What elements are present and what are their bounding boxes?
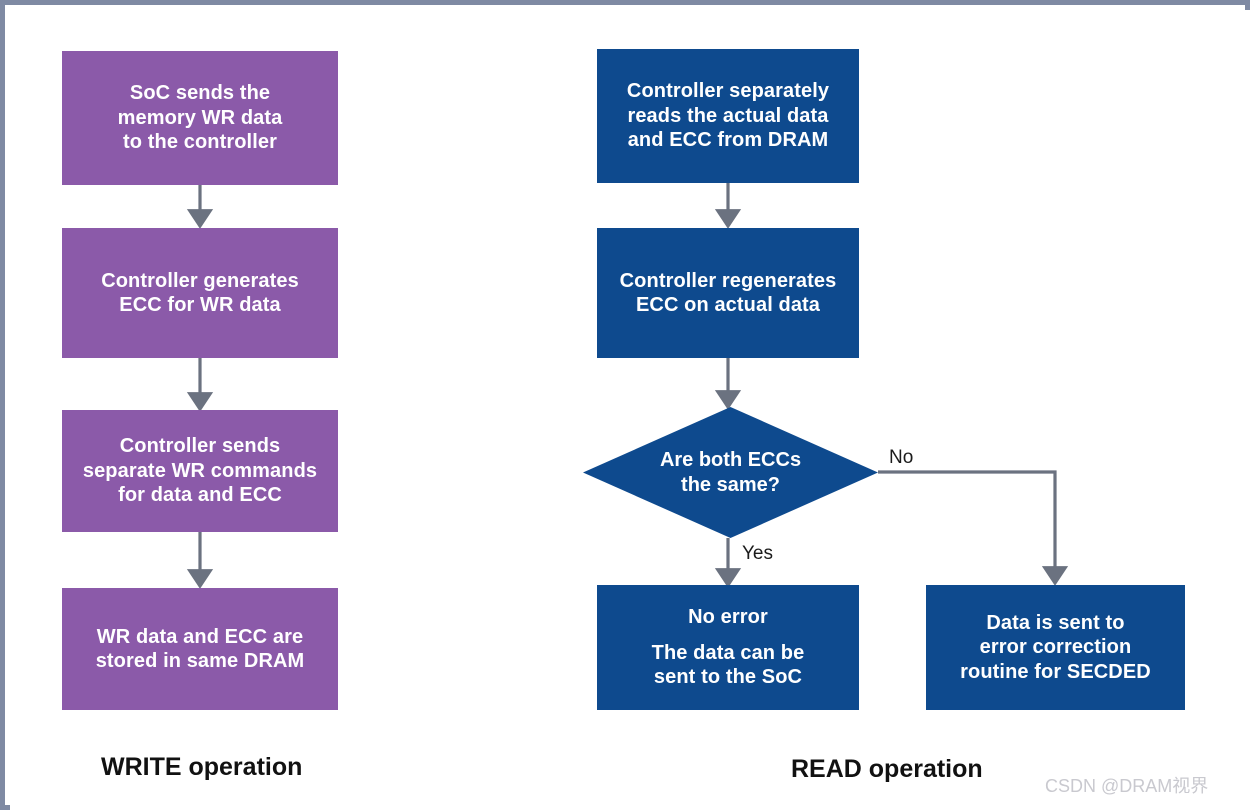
- diamond-shape: [583, 407, 878, 538]
- read-node-controller-regenerates-ecc[interactable]: Controller regenerates ECC on actual dat…: [597, 228, 859, 358]
- read-node-1-line-2: reads the actual data: [627, 104, 829, 127]
- write-node-4-line-2: stored in same DRAM: [95, 650, 305, 672]
- write-node-controller-generates-ecc[interactable]: Controller generates ECC for WR data: [62, 228, 338, 358]
- read-decision-are-both-eccs-same[interactable]: Are both ECCs the same?: [583, 407, 878, 538]
- read-node-1-line-3: and ECC from DRAM: [627, 129, 829, 152]
- read-node-controller-reads-data[interactable]: Controller separately reads the actual d…: [597, 49, 859, 183]
- read-node-yes-line-3: sent to the SoC: [653, 666, 803, 689]
- write-node-1-line-3: to the controller: [123, 131, 277, 154]
- write-node-4-line-1: WR data and ECC are: [96, 625, 304, 648]
- read-node-error-correction[interactable]: Data is sent to error correction routine…: [926, 585, 1185, 710]
- read-node-yes-line-2: The data can be: [651, 641, 805, 664]
- watermark-csdn: CSDN @DRAM视界: [1045, 776, 1209, 796]
- read-node-1-line-1: Controller separately: [626, 80, 830, 103]
- read-node-2-line-2: ECC on actual data: [635, 294, 821, 316]
- write-node-1-line-1: SoC sends the: [129, 82, 271, 105]
- caption-write-operation: WRITE operation: [101, 753, 303, 781]
- write-node-1-line-2: memory WR data: [117, 106, 283, 129]
- write-node-controller-sends-commands[interactable]: Controller sends separate WR commands fo…: [62, 410, 338, 532]
- read-node-2-line-1: Controller regenerates: [619, 269, 837, 292]
- caption-read-operation: READ operation: [791, 755, 983, 783]
- read-node-no-line-2: error correction: [979, 636, 1132, 659]
- branch-label-yes: Yes: [742, 543, 773, 564]
- write-node-2-line-1: Controller generates: [101, 269, 299, 292]
- write-node-soc-sends-data[interactable]: SoC sends the memory WR data to the cont…: [62, 51, 338, 185]
- write-node-3-line-1: Controller sends: [119, 435, 281, 458]
- read-node-no-line-3: routine for SECDED: [960, 660, 1151, 683]
- read-node-yes-line-1: No error: [688, 606, 768, 629]
- read-arrow-decision-no: [878, 470, 1069, 586]
- read-node-no-line-1: Data is sent to: [986, 611, 1125, 634]
- branch-label-no: No: [889, 447, 914, 468]
- write-node-stored-in-dram[interactable]: WR data and ECC are stored in same DRAM: [62, 588, 338, 710]
- read-node-no-error[interactable]: No error The data can be sent to the SoC: [597, 585, 859, 710]
- write-node-3-line-3: for data and ECC: [118, 484, 282, 507]
- write-node-2-line-2: ECC for WR data: [119, 294, 281, 316]
- write-node-3-line-2: separate WR commands: [82, 459, 318, 482]
